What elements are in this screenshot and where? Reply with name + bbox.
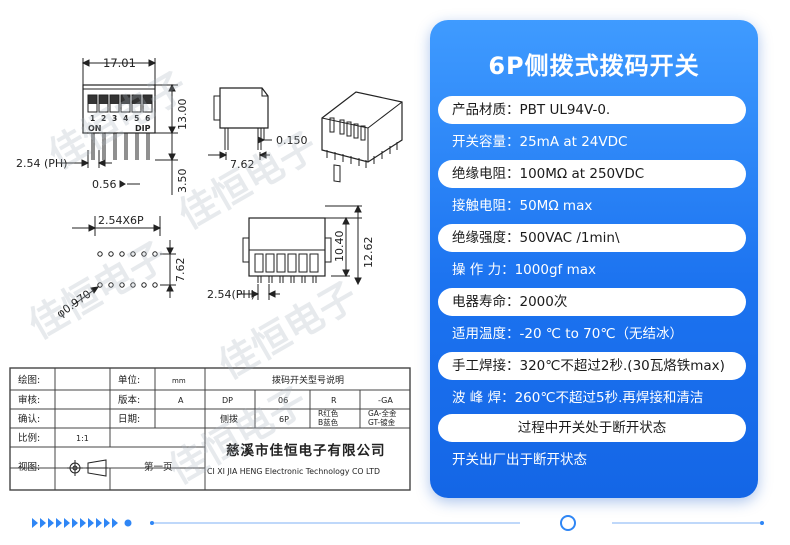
slider-row (88, 95, 152, 104)
spec-value: -20 ℃ to 70℃（无结冰） (519, 326, 683, 342)
tb-color-options: R红色 B蓝色 (318, 408, 341, 427)
pins (91, 133, 150, 160)
dot-icon (124, 519, 132, 527)
dim-row-gap: 7.62 (174, 258, 187, 283)
spec-value: 过程中开关处于断开状态 (517, 420, 667, 436)
spec-value: 260℃不超过5秒.再焊接和清洁 (514, 390, 704, 406)
spec-label: 产品材质： (452, 102, 520, 118)
side-view: 0.150 7.62 (208, 87, 308, 171)
tb-plating-plated: GT-镀金 (368, 417, 396, 427)
tb-company-en: CI XI JIA HENG Electronic Technology CO … (207, 467, 380, 476)
spec-row-wave-soldering: 波 峰 焊：260℃不超过5秒.再焊接和清洁 (438, 384, 746, 412)
spec-row-electrical-life: 电器寿命：2000次 (438, 288, 746, 316)
spec-value: 500VAC /1min\ (519, 230, 620, 246)
dim-body-height-2: 12.62 (362, 237, 375, 269)
spec-row-hand-soldering: 手工焊接：320℃不超过2秒.(30瓦烙铁max) (438, 352, 746, 380)
spec-label: 电器寿命： (452, 294, 520, 310)
tb-type-1: 侧拨 (220, 413, 238, 425)
tb-confirm-label: 确认: (18, 413, 40, 425)
tb-description: 拨码开关型号说明 (272, 374, 344, 386)
tb-company-cn: 慈溪市佳恒电子有限公司 (226, 442, 386, 459)
tb-code-1: DP (222, 396, 233, 405)
tb-unit-label: 单位: (118, 374, 140, 386)
spec-label: 绝缘电阻： (452, 166, 520, 182)
tb-type-2: 6P (279, 415, 289, 424)
switch-dip-label: DIP (135, 124, 151, 133)
spec-label: 操 作 力： (452, 262, 515, 278)
tb-code-3: R (331, 396, 337, 405)
dim-pin-width: 0.56 (92, 178, 117, 191)
projection-symbol-icon (67, 459, 108, 477)
spec-row-capacity: 开关容量：25mA at 24VDC (438, 128, 746, 156)
pcb-footprint: 2.54X6P 7.62 φ0.970 (54, 214, 187, 320)
dot-icon (150, 521, 154, 525)
tb-scale-label: 比例: (18, 432, 40, 444)
spec-row-factory-state: 开关出厂出于断开状态 (438, 446, 746, 474)
ring-icon (560, 515, 576, 531)
spec-value: 320℃不超过2秒.(30瓦烙铁max) (519, 358, 725, 374)
dim-body-height-1: 10.40 (333, 231, 346, 263)
front-view: 17.01 1 2 3 4 5 6 ON DIP 13.00 (16, 56, 189, 195)
spec-value: 50MΩ max (519, 198, 593, 214)
spec-row-insulation-resistance: 绝缘电阻：100MΩ at 250VDC (438, 160, 746, 188)
dim-pitch-ph: 2.54 (PH) (16, 157, 67, 170)
title-block (9, 367, 411, 491)
bottom-view: 10.40 12.62 2.54(PH) (207, 204, 375, 301)
tb-code-2: 06 (278, 396, 288, 405)
spec-label: 手工焊接： (452, 358, 520, 374)
spec-title: 6P侧拨式拨码开关 (488, 52, 700, 80)
dim-pitch-ph2: 2.54(PH) (207, 288, 255, 301)
spec-panel: 6P侧拨式拨码开关 产品材质：PBT UL94V-0. 开关容量：25mA at… (430, 20, 758, 498)
dot-icon (760, 521, 764, 525)
spec-row-material: 产品材质：PBT UL94V-0. (438, 96, 746, 124)
spec-label: 绝缘强度： (452, 230, 520, 246)
spec-value: 开关出厂出于断开状态 (452, 452, 587, 468)
spec-value: 1000gf max (514, 262, 596, 278)
dim-pin-length: 3.50 (176, 169, 189, 194)
tb-color-red: R红色 (318, 408, 339, 418)
tb-page-label: 第一页 (144, 461, 173, 473)
tb-drawn-label: 绘图: (18, 374, 40, 386)
tb-scale-value: 1:1 (76, 434, 89, 443)
switch-numbers: 1 2 3 4 5 6 (90, 114, 152, 123)
spec-row-process-note: 过程中开关处于断开状态 (438, 414, 746, 442)
dim-height: 13.00 (176, 99, 189, 131)
spec-label: 波 峰 焊： (452, 390, 515, 406)
tb-version-label: 版本: (118, 394, 140, 406)
dim-hole: φ0.970 (54, 288, 93, 321)
isometric-view (321, 91, 403, 183)
spec-label: 适用温度： (452, 326, 520, 342)
dim-side-thickness: 0.150 (276, 134, 308, 147)
dim-side-height: 7.62 (230, 158, 255, 171)
dim-pitch-x6p: 2.54X6P (98, 214, 144, 227)
spec-row-temperature: 适用温度：-20 ℃ to 70℃（无结冰） (438, 320, 746, 348)
tb-date-label: 日期: (118, 414, 140, 425)
tb-plating-gold: GA-全金 (368, 408, 397, 418)
spec-row-contact-resistance: 接触电阻：50MΩ max (438, 192, 746, 220)
spec-row-operating-force: 操 作 力：1000gf max (438, 256, 746, 284)
tb-plating-options: GA-全金 GT-镀金 (368, 408, 399, 427)
tb-version-value: A (178, 396, 184, 405)
spec-label: 接触电阻： (452, 198, 520, 214)
dim-width: 17.01 (103, 56, 136, 70)
bottom-decoration (32, 515, 764, 531)
spec-value: 100MΩ at 250VDC (519, 166, 645, 182)
tb-view-label: 视图: (18, 461, 40, 473)
spec-row-dielectric-strength: 绝缘强度：500VAC /1min\ (438, 224, 746, 252)
spec-value: 25mA at 24VDC (519, 134, 628, 150)
tb-review-label: 审核: (18, 394, 40, 406)
spec-label: 开关容量： (452, 134, 520, 150)
arrow-chevrons-icon (32, 518, 118, 528)
tb-code-4: -GA (378, 396, 393, 405)
tb-color-blue: B蓝色 (318, 417, 339, 427)
switch-on-label: ON (88, 124, 102, 133)
technical-drawing: 17.01 1 2 3 4 5 6 ON DIP 13.00 (9, 56, 411, 491)
spec-value: 2000次 (519, 294, 568, 310)
spec-value: PBT UL94V-0. (519, 102, 611, 118)
tb-unit-value: mm (172, 377, 186, 385)
